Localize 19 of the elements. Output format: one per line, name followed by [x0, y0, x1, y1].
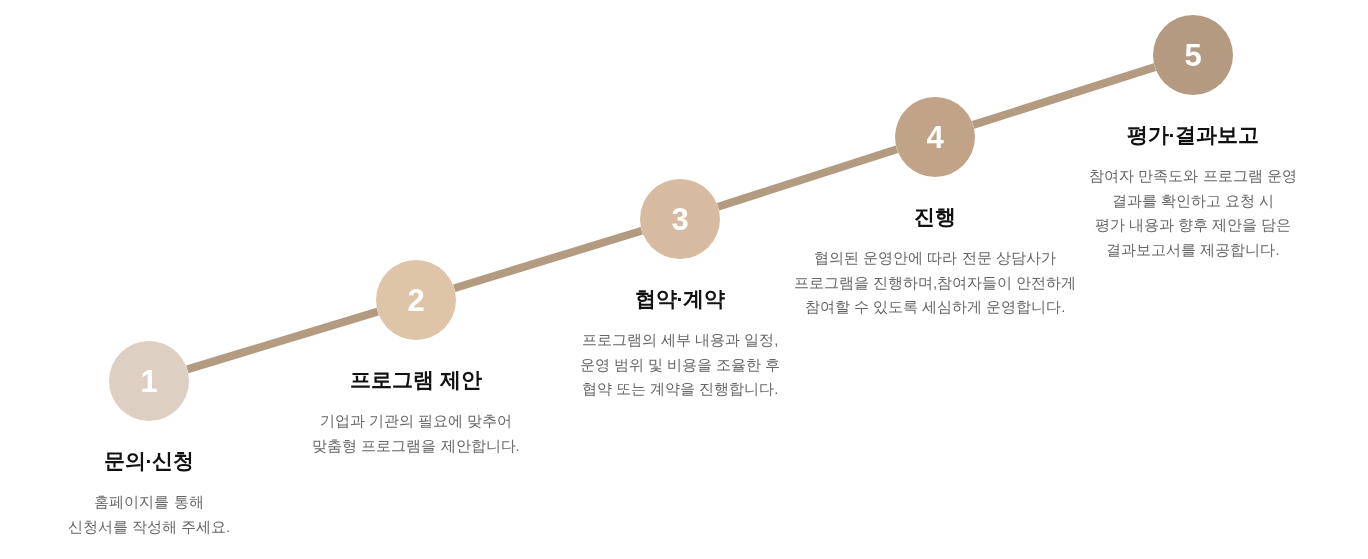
- step-number: 4: [926, 121, 944, 153]
- step-title: 협약·계약: [634, 286, 726, 312]
- step-number: 2: [407, 284, 425, 316]
- step-description: 협의된 운영안에 따라 전문 상담사가 프로그램을 진행하며,참여자들이 안전하게 참여할 수 있도록 세심하게 운영합니다.: [793, 248, 1077, 317]
- connector-line: [453, 226, 643, 293]
- step-description: 참여자 만족도와 프로그램 운영 결과를 확인하고 요청 시 평가 내용과 향후 제안을 담은 결과보고서를 제공합니다.: [1089, 166, 1297, 260]
- step-number: 1: [140, 365, 158, 397]
- step-title: 문의·신청: [103, 448, 195, 474]
- step-title: 평가·결과보고: [1126, 122, 1260, 148]
- connector-line: [716, 145, 899, 211]
- step-description: 홈페이지를 통해 신청서를 작성해 주세요.: [67, 492, 231, 537]
- step-number: 5: [1184, 39, 1202, 71]
- step-title: 프로그램 제안: [350, 367, 482, 393]
- step-description: 기업과 기관의 필요에 맞추어 맞춤형 프로그램을 제안합니다.: [312, 411, 520, 456]
- connector-line: [971, 63, 1157, 129]
- step-number: 3: [671, 203, 689, 235]
- step-title: 진행: [914, 204, 956, 230]
- step-description: 프로그램의 세부 내용과 일정, 운영 범위 및 비용을 조율한 후 협약 또는 계약을 진행합니다.: [579, 330, 781, 399]
- connector-line: [186, 307, 379, 374]
